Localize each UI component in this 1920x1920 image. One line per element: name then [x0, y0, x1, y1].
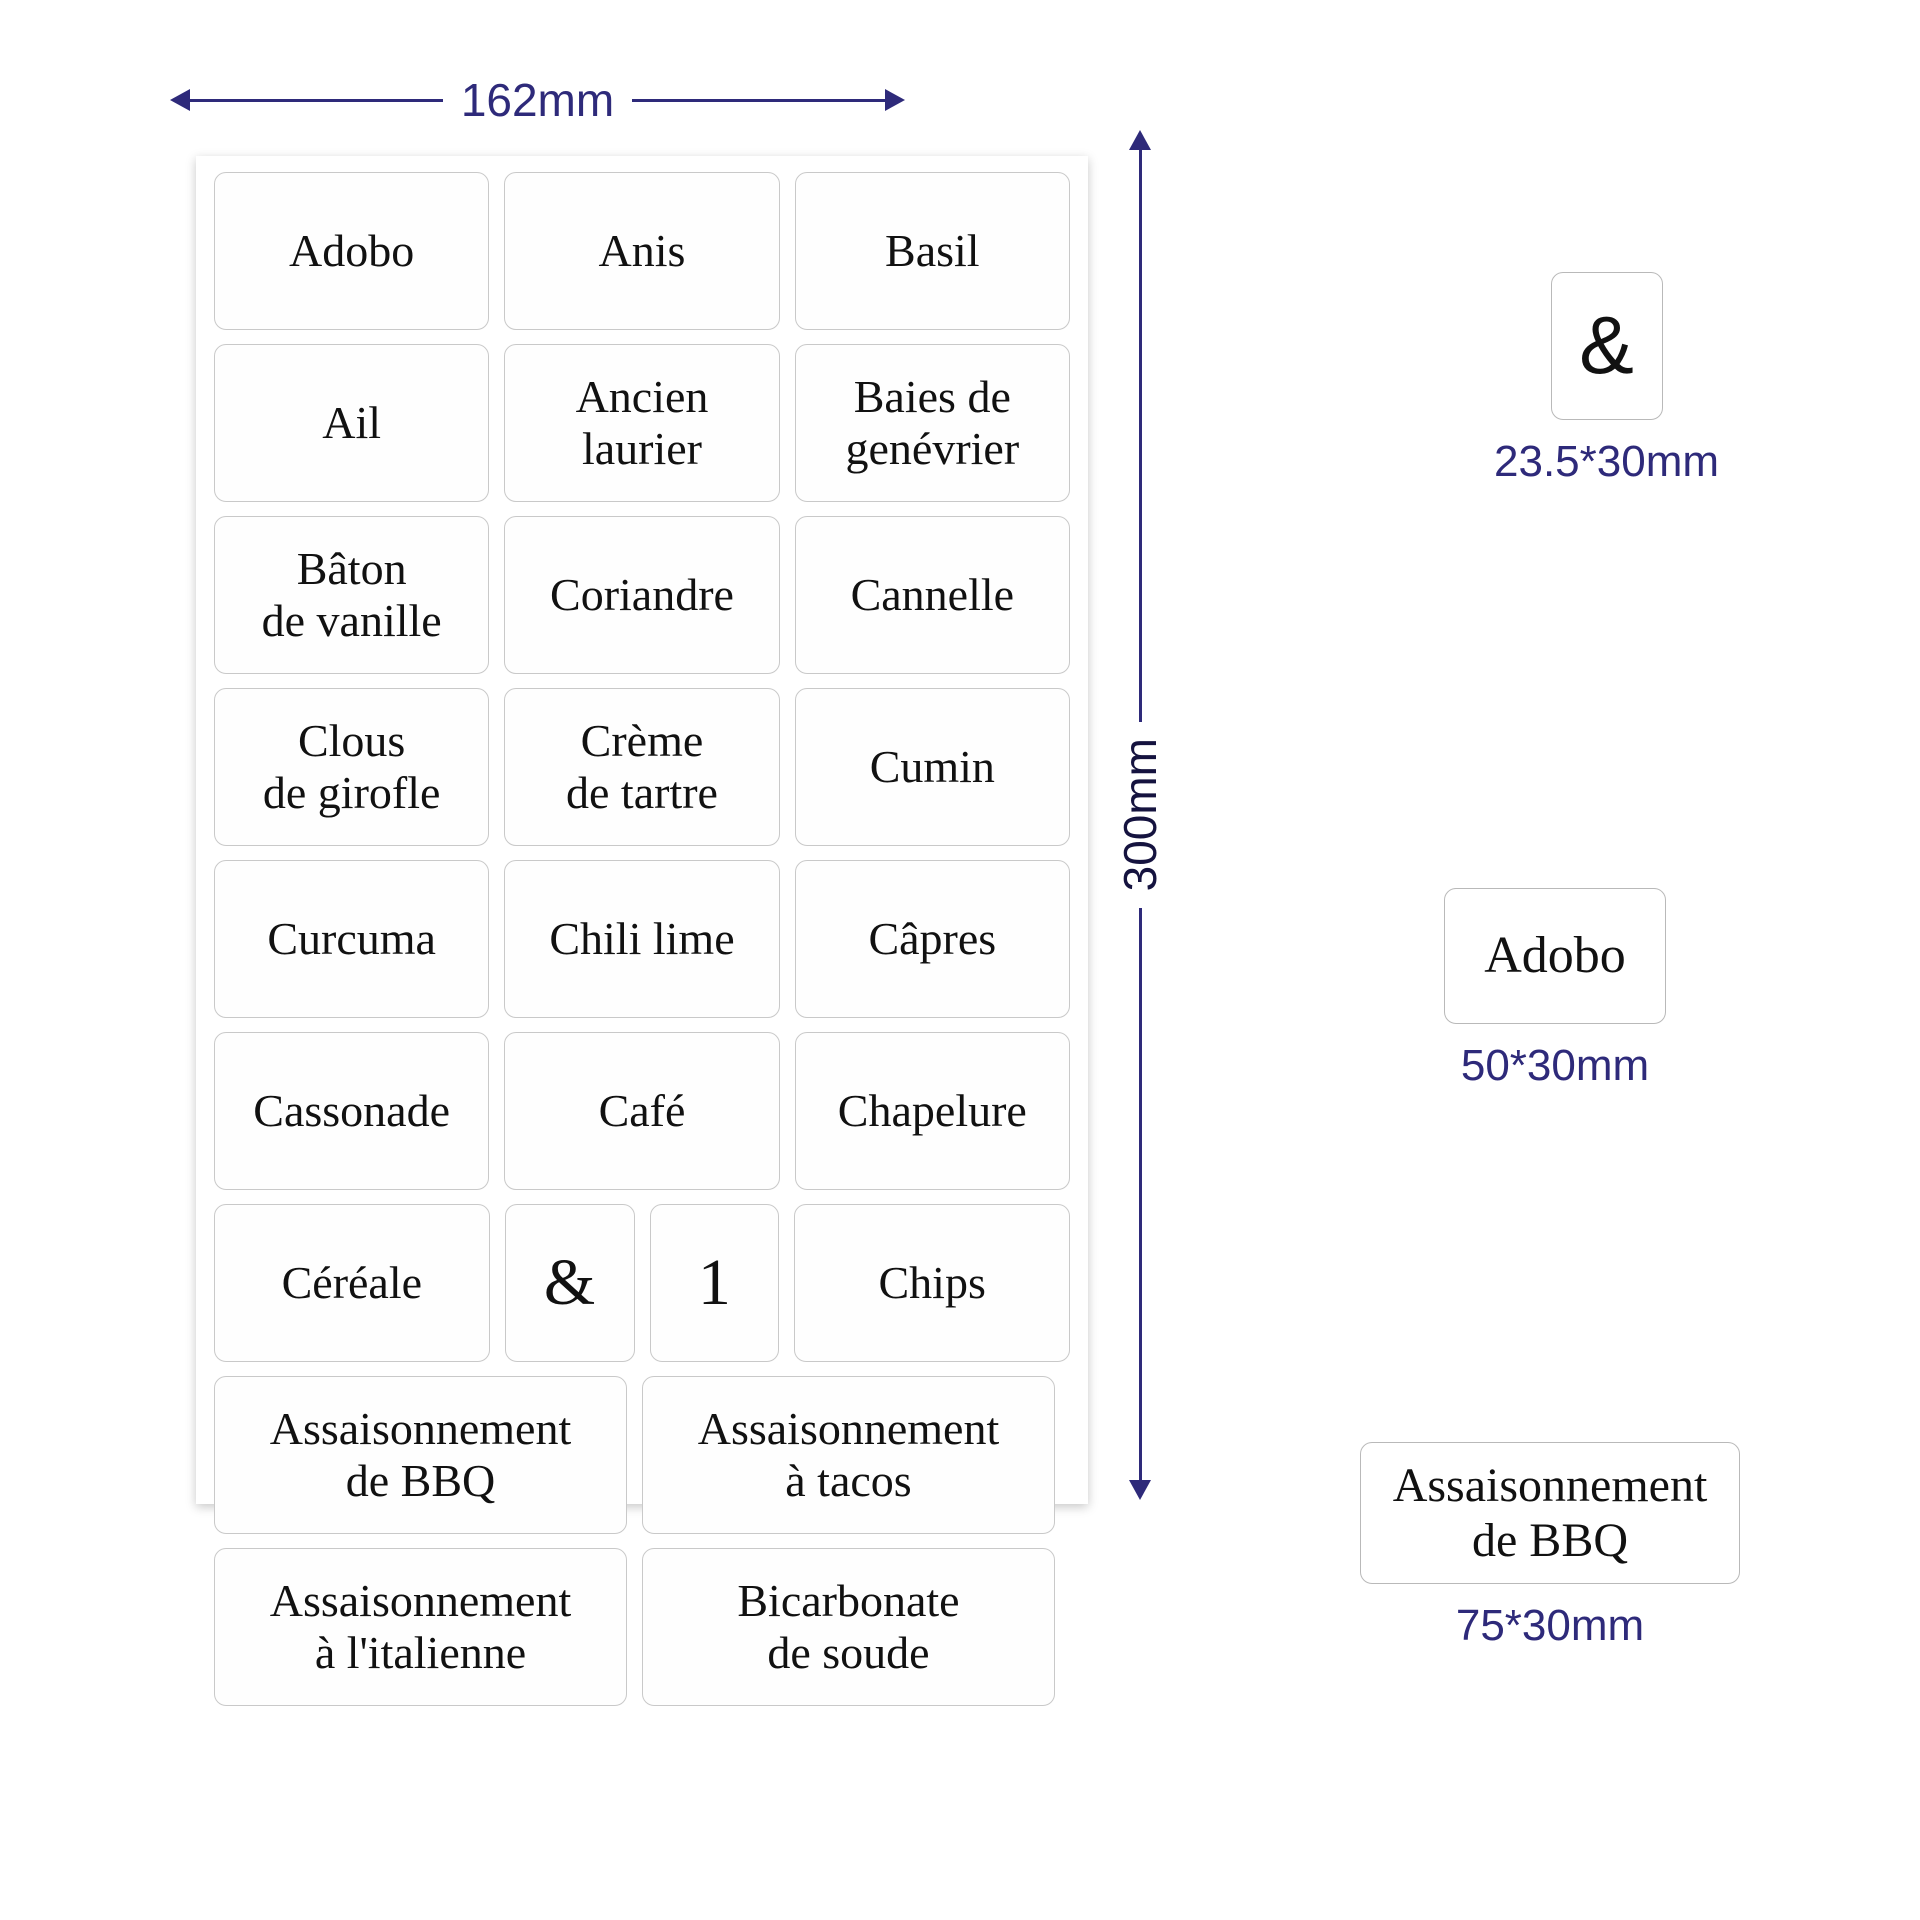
sheet-width-dimension: 162mm: [170, 70, 906, 130]
label-cell[interactable]: Café: [504, 1032, 780, 1190]
label-cell[interactable]: Adobo: [214, 172, 490, 330]
sample-size-caption: 75*30mm: [1455, 1601, 1645, 1650]
arrow-right-icon: [885, 89, 906, 111]
label-cell[interactable]: Curcuma: [214, 860, 490, 1018]
sheet-height-label: 300mm: [1114, 738, 1166, 892]
sample-label-box[interactable]: Adobo: [1444, 888, 1666, 1024]
dimension-line-left: [190, 98, 443, 102]
label-cell[interactable]: Câpres: [794, 860, 1070, 1018]
arrow-left-icon: [170, 89, 190, 111]
arrow-up-icon: [1129, 130, 1151, 150]
sample-adobo: Adobo 50*30mm: [1444, 888, 1666, 1088]
label-cell[interactable]: Céréale: [214, 1204, 490, 1362]
label-cell[interactable]: Cassonade: [214, 1032, 490, 1190]
sheet-height-dimension: 300mm: [1110, 130, 1170, 1501]
arrow-down-icon: [1129, 1480, 1151, 1501]
sample-size-caption: 50*30mm: [1460, 1041, 1650, 1090]
label-cell[interactable]: Cannelle: [794, 516, 1070, 674]
dimension-line-right: [632, 98, 886, 102]
label-cell[interactable]: Chapelure: [794, 1032, 1070, 1190]
sample-ampersand: & 23.5*30mm: [1494, 272, 1719, 484]
label-cell[interactable]: &: [504, 1204, 635, 1362]
dimension-line-bottom: [1138, 907, 1142, 1481]
label-cell[interactable]: Cumin: [794, 688, 1070, 846]
sample-size-caption: 23.5*30mm: [1494, 437, 1720, 486]
label-cell[interactable]: 1: [649, 1204, 780, 1362]
sheet-width-label: 162mm: [460, 74, 615, 126]
label-cell[interactable]: Anis: [504, 172, 780, 330]
dimension-line-top: [1138, 150, 1142, 723]
label-cell[interactable]: Coriandre: [504, 516, 780, 674]
label-cell[interactable]: Ail: [214, 344, 490, 502]
label-cell[interactable]: Chips: [794, 1204, 1070, 1362]
label-cell[interactable]: Chili lime: [504, 860, 780, 1018]
sample-label-box[interactable]: &: [1550, 272, 1663, 420]
label-cell[interactable]: Basil: [794, 172, 1070, 330]
